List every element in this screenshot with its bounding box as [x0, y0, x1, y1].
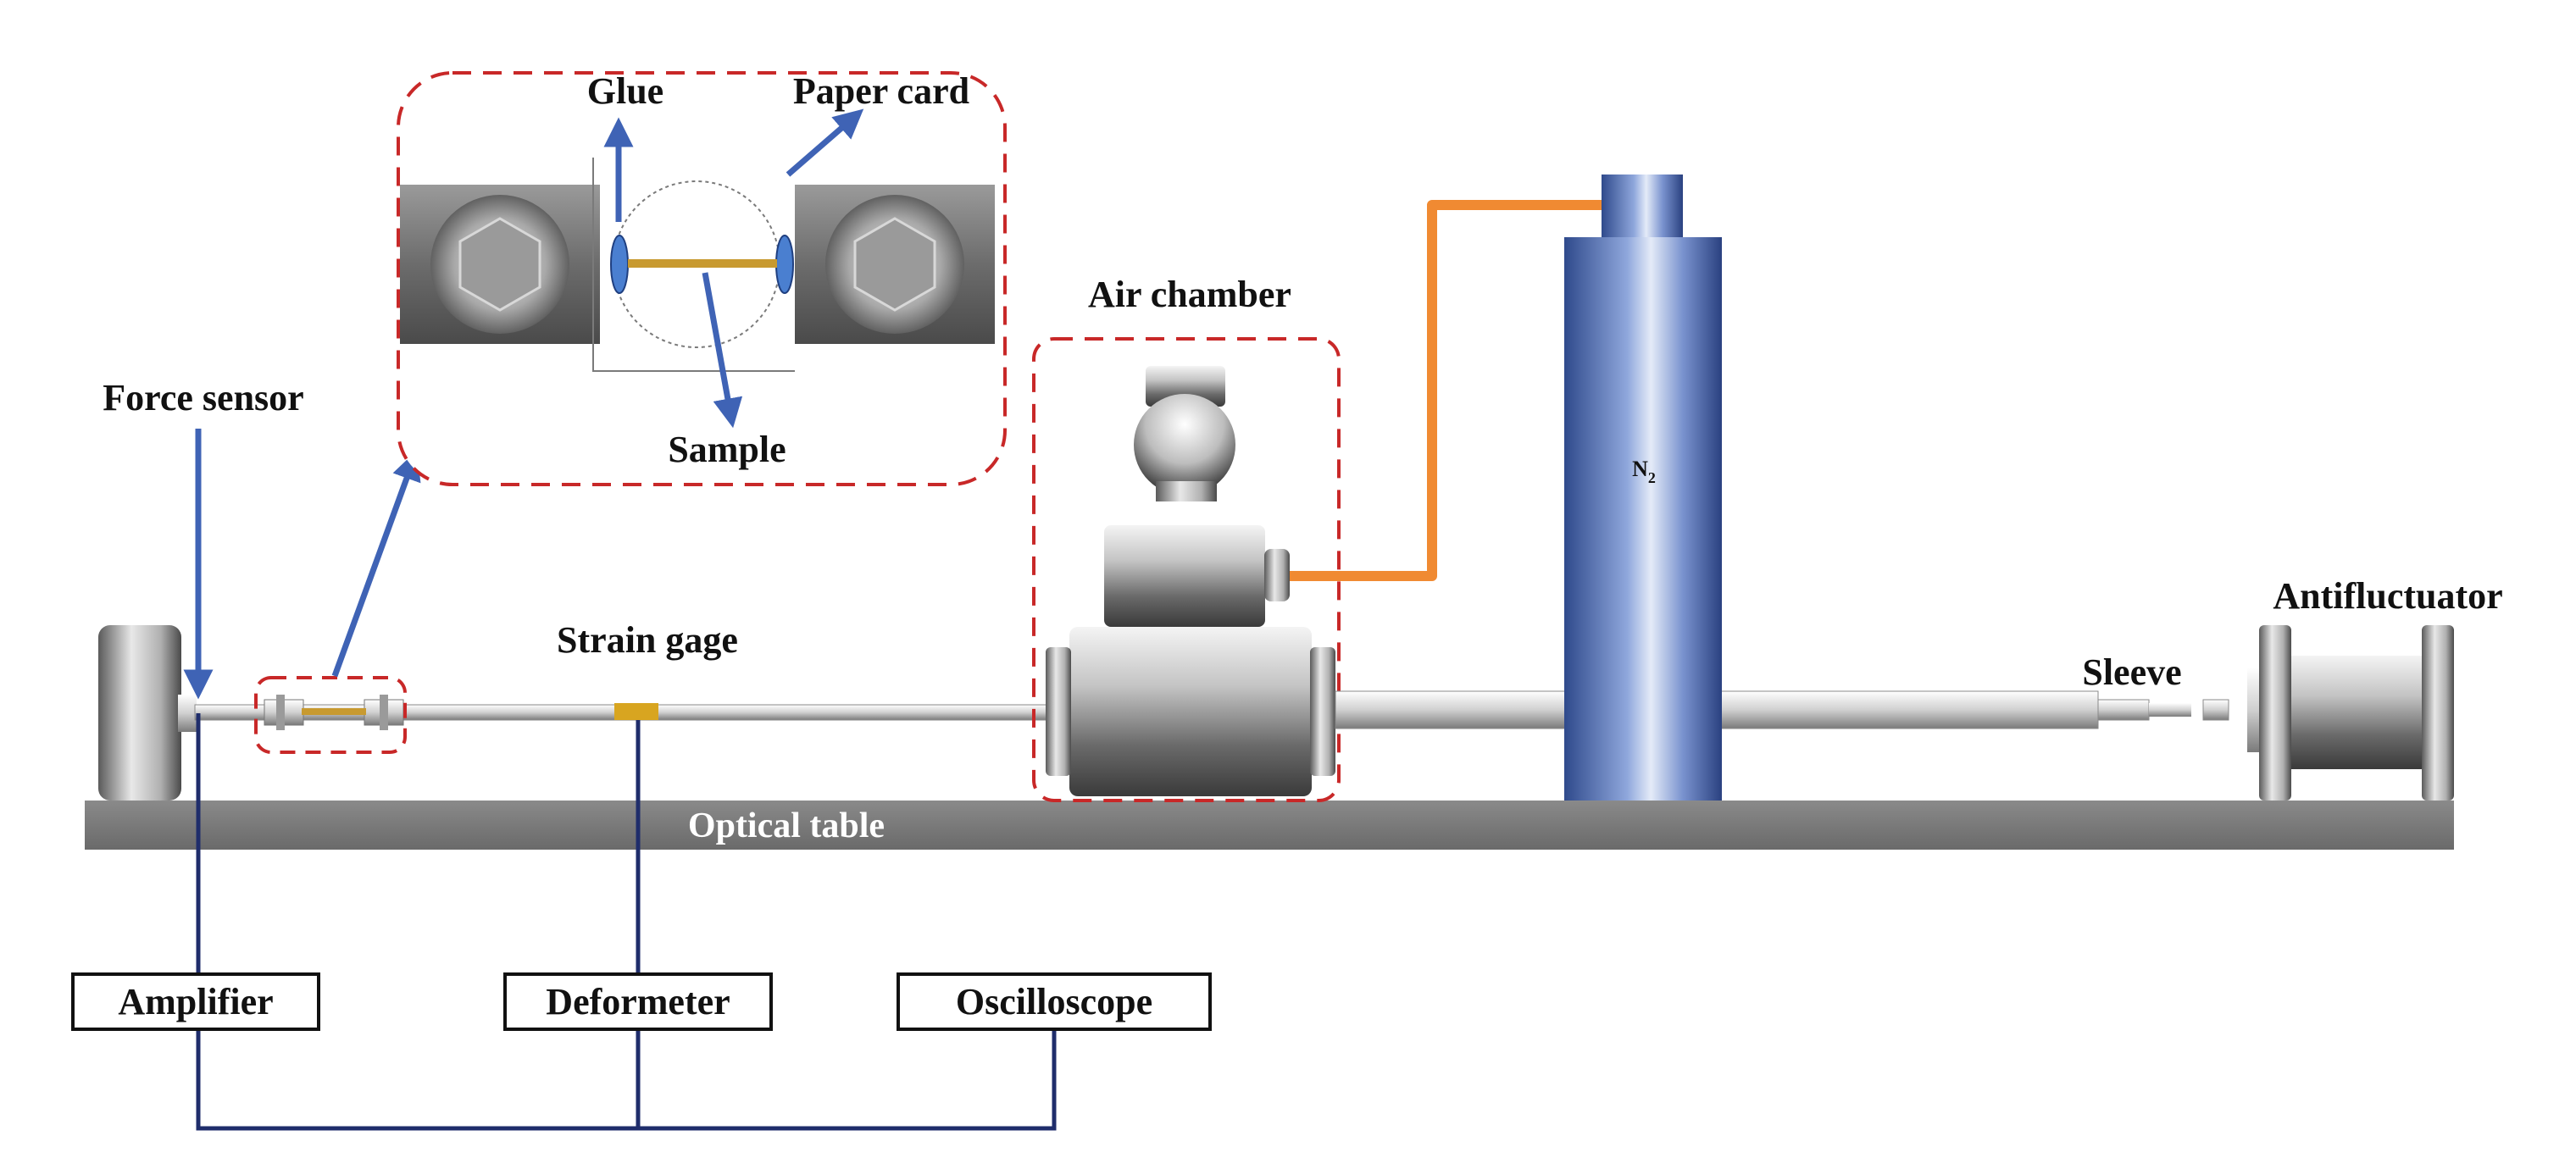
air-chamber-label: Air chamber — [1088, 274, 1291, 315]
sample-rod — [628, 259, 777, 268]
deformeter-box: Deformeter — [503, 972, 773, 1031]
sample-label: Sample — [668, 429, 786, 470]
n2-label: N2 — [1632, 457, 1656, 486]
antifluctuator — [2247, 625, 2454, 801]
specimen-dashed-box — [254, 676, 407, 754]
svg-text:Amplifier: Amplifier — [118, 981, 273, 1022]
amplifier-box: Amplifier — [71, 972, 320, 1031]
signal-wiring — [196, 713, 1057, 1131]
svg-text:Deformeter: Deformeter — [546, 981, 730, 1022]
oscilloscope-box: Oscilloscope — [897, 972, 1212, 1031]
sample-arrow — [702, 272, 743, 429]
air-chamber-dashed-box — [1032, 337, 1341, 802]
launch-tube — [1335, 690, 2229, 729]
svg-text:Oscilloscope: Oscilloscope — [956, 981, 1152, 1022]
specimen-zoom-arrow — [331, 450, 421, 678]
left-support-block — [98, 625, 197, 801]
glue-label: Glue — [587, 70, 663, 112]
antifluctuator-label: Antifluctuator — [2273, 575, 2502, 617]
strain-gage-label: Strain gage — [557, 619, 738, 661]
sleeve-label: Sleeve — [2082, 651, 2181, 693]
force-sensor-label: Force sensor — [103, 377, 303, 418]
optical-table-label: Optical table — [688, 806, 885, 845]
glue-right — [775, 235, 794, 294]
gas-supply-line — [1290, 200, 1602, 581]
specimen-inset — [397, 71, 1007, 486]
paper-card-label: Paper card — [793, 70, 969, 112]
glue-left — [610, 235, 629, 294]
n2-cylinder — [1564, 175, 1722, 801]
specimen-region — [264, 695, 404, 730]
air-chamber — [1046, 366, 1335, 796]
optical-table — [85, 801, 2454, 850]
strain-gage-patch — [614, 703, 658, 720]
paper-card-arrow — [786, 108, 864, 177]
